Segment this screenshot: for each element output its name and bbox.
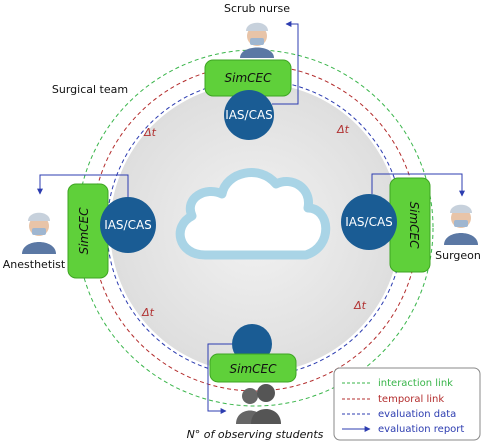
simcec-label-left: SimCEC — [77, 207, 91, 255]
legend-label-temporal: temporal link — [378, 394, 444, 405]
ias-cas-node-right — [341, 194, 397, 250]
ias-cas-label-left: IAS/CAS — [104, 218, 152, 232]
surgeon-icon — [444, 204, 478, 245]
surgeon-label: Surgeon — [435, 249, 481, 262]
ias-cas-node-left — [100, 197, 156, 253]
observers-label: N° of observing students — [187, 428, 324, 441]
delta-t-top-left: Δt — [143, 126, 157, 139]
scrub-nurse-label: Scrub nurse — [224, 2, 290, 15]
report-arrow-top — [272, 21, 299, 105]
legend-label-interaction: interaction link — [378, 378, 453, 389]
interaction-ring — [76, 49, 434, 407]
scrub-nurse-icon — [240, 22, 274, 58]
legend: interaction link temporal link evaluatio… — [333, 367, 481, 441]
anesthetist-icon — [22, 212, 56, 254]
simcec-box-bottom — [209, 353, 297, 383]
delta-t-bottom-right: Δt — [353, 299, 367, 312]
delta-t-top-right: Δt — [336, 123, 350, 136]
simcec-label-top: SimCEC — [225, 71, 273, 85]
simcec-label-right: SimCEC — [407, 202, 421, 250]
simcec-label-bottom: SimCEC — [230, 362, 278, 376]
report-arrow-bottom — [207, 343, 232, 414]
legend-label-evaluation-report: evaluation report — [378, 424, 464, 435]
students-group-icon — [236, 384, 281, 424]
anesthetist-label: Anesthetist — [3, 258, 66, 271]
legend-label-evaluation-data: evaluation data — [378, 409, 456, 420]
ias-cas-label-top: IAS/CAS — [225, 108, 273, 122]
legend-box — [333, 367, 481, 441]
delta-t-bottom-left: Δt — [141, 306, 155, 319]
ias-cas-node-top — [224, 90, 274, 140]
report-arrow-left — [37, 174, 129, 197]
report-arrow-right — [371, 173, 465, 197]
cloud-icon — [175, 168, 331, 260]
ias-cas-label-right: IAS/CAS — [345, 215, 393, 229]
surgical-team-label: Surgical team — [52, 83, 128, 96]
